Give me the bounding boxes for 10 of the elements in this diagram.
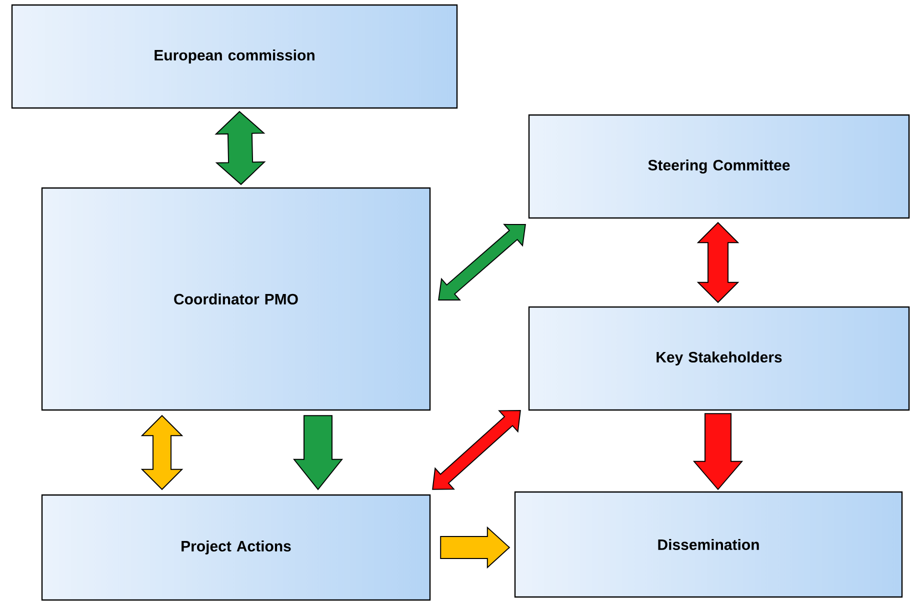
block-arrow bbox=[292, 415, 344, 490]
block-arrow bbox=[692, 413, 744, 490]
block-arrow bbox=[438, 224, 526, 301]
process-box: Steering Committee bbox=[528, 114, 910, 219]
process-box: European commission bbox=[11, 4, 458, 109]
process-box: Dissemination bbox=[514, 491, 903, 598]
block-arrow bbox=[440, 526, 510, 569]
process-box: Key Stakeholders bbox=[528, 306, 910, 411]
process-box: Coordinator PMO bbox=[41, 187, 431, 411]
process-box: Project Actions bbox=[41, 494, 431, 601]
